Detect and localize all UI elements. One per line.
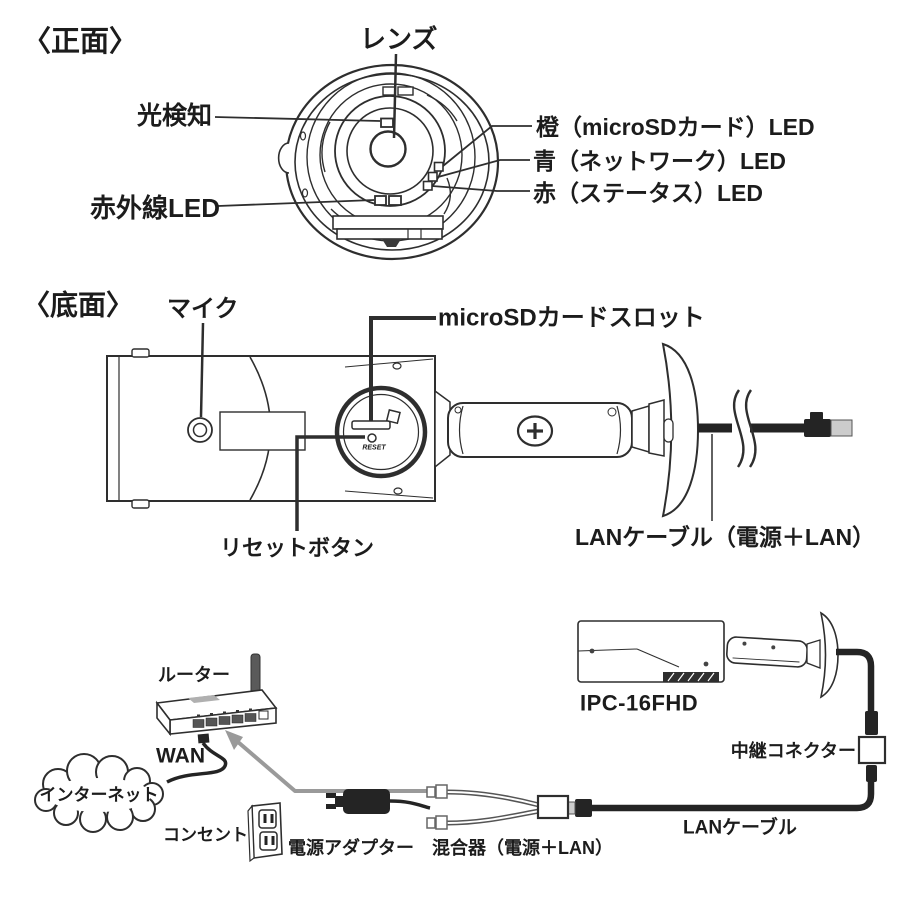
mic-label: マイク bbox=[167, 296, 239, 323]
combiner-box bbox=[536, 794, 570, 820]
orange-led-dot bbox=[433, 161, 444, 172]
camera-bottom-drawing: RESET bbox=[106, 342, 853, 518]
wan-cable bbox=[166, 741, 228, 784]
outlet-drawing bbox=[247, 802, 283, 863]
lan-cable-long bbox=[590, 782, 875, 812]
power-adapter-label: 電源アダプター bbox=[288, 837, 414, 858]
ir-led-leader-line bbox=[217, 199, 375, 207]
sd-compartment-ring bbox=[334, 385, 428, 479]
lens-circle bbox=[369, 130, 407, 168]
lan-cable-label: LANケーブル（電源＋LAN） bbox=[575, 524, 875, 550]
wall-plate-small bbox=[819, 611, 839, 699]
sd-slot-leader-line bbox=[369, 316, 436, 421]
reset-button-hole bbox=[367, 433, 377, 443]
combiner-to-router-cable bbox=[236, 740, 428, 793]
lens-leader-line bbox=[392, 53, 398, 139]
combiner-rj45-plug bbox=[575, 799, 592, 817]
relay-plug-bottom bbox=[866, 765, 877, 782]
bottom-view-section: RESET 〈 bbox=[22, 290, 875, 561]
wan-label: WAN bbox=[156, 745, 205, 768]
router-label: ルーター bbox=[158, 665, 230, 685]
red-led-leader-line bbox=[431, 185, 530, 192]
orange-led-label: 橙（microSDカード）LED bbox=[536, 114, 815, 140]
light-sensor-label: 光検知 bbox=[136, 102, 212, 130]
light-sensor-window bbox=[380, 117, 394, 128]
front-view-title: 〈正面〉 bbox=[22, 25, 138, 58]
relay-connector-box bbox=[857, 735, 887, 765]
reset-leader-line bbox=[295, 435, 365, 531]
blue-led-label: 青（ネットワーク）LED bbox=[533, 148, 786, 174]
bottom-view-title: 〈底面〉 bbox=[22, 290, 134, 321]
ir-led-window-1 bbox=[374, 195, 387, 206]
connection-diagram-section: インターネット ルーター WAN コンセント 電源アダプター 混合器（電源＋LA… bbox=[34, 611, 887, 863]
ir-led-window-2 bbox=[388, 195, 402, 206]
sd-slot-label: microSDカードスロット bbox=[438, 305, 705, 332]
camera-side-drawing bbox=[577, 611, 839, 699]
sd-slot-opening bbox=[351, 420, 391, 430]
power-adapter-drawing bbox=[326, 789, 431, 814]
blue-led-dot bbox=[427, 171, 438, 182]
mic-leader-line bbox=[199, 322, 205, 418]
combiner-label: 混合器（電源＋LAN） bbox=[432, 837, 613, 858]
reset-label: リセットボタン bbox=[220, 536, 374, 561]
blue-led-leader-line bbox=[437, 159, 530, 178]
housing-notch bbox=[277, 142, 290, 174]
lens-label: レンズ bbox=[360, 24, 437, 54]
rj45-plug bbox=[804, 419, 831, 437]
camera-cable bbox=[836, 648, 875, 711]
ir-led-label: 赤外線LED bbox=[90, 193, 220, 223]
wan-plug bbox=[197, 733, 210, 744]
light-sensor-leader-line bbox=[214, 116, 381, 122]
reset-engraving: RESET bbox=[362, 445, 386, 452]
cable-break-mark bbox=[732, 389, 745, 468]
camera-front-drawing bbox=[277, 63, 500, 261]
outlet-label: コンセント bbox=[163, 826, 248, 845]
router-drawing bbox=[155, 653, 278, 784]
red-led-dot bbox=[422, 180, 433, 191]
wall-plate bbox=[661, 342, 700, 518]
router-arrowhead bbox=[225, 730, 243, 750]
internet-cloud: インターネット bbox=[34, 753, 164, 833]
bracket-tab bbox=[382, 239, 401, 247]
mic-hole bbox=[187, 417, 213, 443]
camera-model-label: IPC-16FHD bbox=[580, 691, 698, 716]
orange-led-leader-line bbox=[442, 125, 532, 167]
relay-plug-top bbox=[865, 711, 878, 735]
combiner-drawing bbox=[426, 784, 570, 830]
internet-label: インターネット bbox=[40, 786, 159, 805]
front-view-section: 〈正面〉 レンズ 光検知 赤外線LED 橙（microSDカード）LED 青（ネ… bbox=[22, 24, 815, 261]
lan-cable-label-2: LANケーブル bbox=[683, 816, 797, 839]
rj45-plug-tip bbox=[830, 419, 853, 437]
red-led-label: 赤（ステータス）LED bbox=[533, 180, 763, 206]
relay-connector-label: 中継コネクター bbox=[731, 740, 856, 761]
